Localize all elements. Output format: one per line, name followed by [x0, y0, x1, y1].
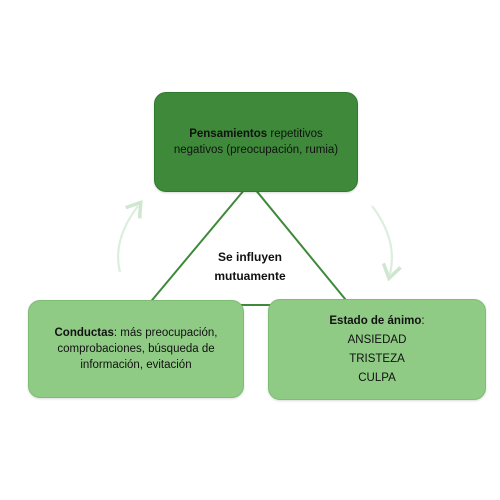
thoughts-box: Pensamientos repetitivos negativos (preo… [154, 92, 358, 192]
behaviors-line-3: información, evitación [80, 359, 192, 371]
mood-item-anxiety: ANSIEDAD [347, 333, 407, 346]
thoughts-line-2: negativos (preocupación, rumia) [173, 144, 339, 156]
thoughts-title: Pensamientos [189, 128, 268, 140]
center-label-line-2: mutuamente [214, 269, 286, 283]
behaviors-line-2: comprobaciones, búsqueda de [57, 343, 215, 355]
behaviors-line-1: Conductas: más preocupación, [55, 325, 218, 341]
behaviors-title-rest: : más preocupación, [113, 327, 218, 339]
arrow-left-up [117, 199, 143, 273]
mood-heading: Estado de ánimo [329, 314, 422, 327]
center-label-line-1: Se influyen [217, 250, 282, 264]
thoughts-title-rest: repetitivos [267, 128, 323, 140]
mood-box: Estado de ánimo: ANSIEDAD TRISTEZA CULPA [268, 299, 486, 400]
thoughts-line-1: Pensamientos repetitivos [189, 126, 323, 142]
mood-item-sadness: TRISTEZA [349, 352, 405, 365]
center-triangle [145, 181, 353, 306]
arrow-right-down [371, 205, 402, 282]
behaviors-title: Conductas [54, 327, 114, 339]
center-label: Se influyen mutuamente [190, 248, 310, 286]
behaviors-box: Conductas: más preocupación, comprobacio… [28, 300, 244, 398]
mood-heading-colon: : [421, 314, 425, 327]
mood-item-guilt: CULPA [358, 371, 396, 384]
mood-heading-line: Estado de ánimo: [329, 312, 424, 331]
